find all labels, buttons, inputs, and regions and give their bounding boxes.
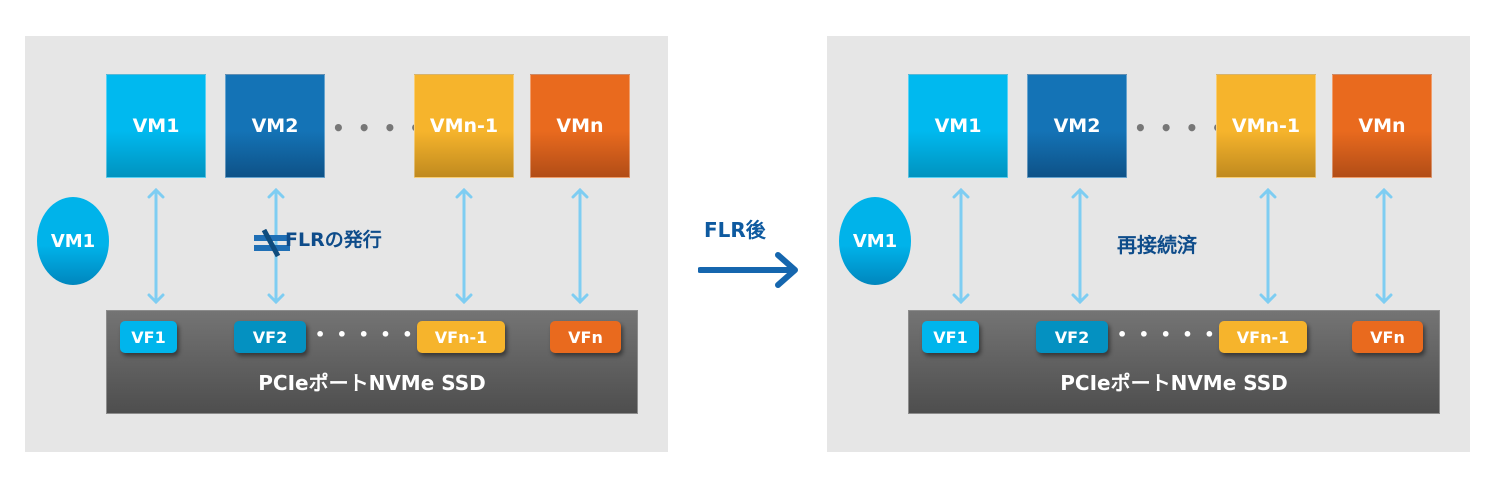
vf-badge-vfn-1: VFn-1 (1219, 321, 1307, 353)
bidirectional-arrow-icon (1259, 187, 1277, 305)
bidirectional-arrow-icon (147, 187, 165, 305)
vm-box-vm1: VM1 (908, 74, 1008, 178)
ssd-label: PCIeポートNVMe SSD (1060, 371, 1288, 395)
ssd-label: PCIeポートNVMe SSD (258, 371, 486, 395)
bidirectional-arrow-icon (952, 187, 970, 305)
vm-box-vmn: VMn (530, 74, 630, 178)
vf-badge-vf1: VF1 (120, 321, 177, 353)
vf-badge-vfn: VFn (550, 321, 621, 353)
not-equal-icon (254, 229, 290, 257)
vm-box-vm2: VM2 (1027, 74, 1127, 178)
vf-badge-vf2: VF2 (234, 321, 306, 353)
vf-badge-vf1: VF1 (922, 321, 979, 353)
reconnected-label: 再接続済 (1117, 233, 1197, 257)
vf-badge-vfn-1: VFn-1 (417, 321, 505, 353)
ssd-device: VF1 VF2 • • • • • • • • VFn-1 VFn PCIeポー… (908, 310, 1440, 414)
detached-vm-circle: VM1 (37, 197, 109, 285)
after-flr-panel: VM1 VM2 • • • • • • VMn-1 VMn VM1 再接続済 V… (827, 36, 1470, 452)
after-flr-label: FLR後 (704, 218, 766, 242)
arrow-right-icon (698, 252, 798, 288)
flr-issued-label: FLRの発行 (285, 229, 382, 251)
detached-vm-circle: VM1 (839, 197, 911, 285)
vf-badge-vf2: VF2 (1036, 321, 1108, 353)
vm-box-vm1: VM1 (106, 74, 206, 178)
bidirectional-arrow-icon (571, 187, 589, 305)
vf-badge-vfn: VFn (1352, 321, 1423, 353)
vm-box-vmn-1: VMn-1 (414, 74, 514, 178)
vm-box-vmn: VMn (1332, 74, 1432, 178)
bidirectional-arrow-icon (1375, 187, 1393, 305)
vm-box-vm2: VM2 (225, 74, 325, 178)
vm-box-vmn-1: VMn-1 (1216, 74, 1316, 178)
bidirectional-arrow-icon (1071, 187, 1089, 305)
before-flr-panel: VM1 VM2 • • • • • • VMn-1 VMn VM1 FLRの発行… (25, 36, 668, 452)
bidirectional-arrow-icon (455, 187, 473, 305)
ssd-device: VF1 VF2 • • • • • • • • VFn-1 VFn PCIeポー… (106, 310, 638, 414)
